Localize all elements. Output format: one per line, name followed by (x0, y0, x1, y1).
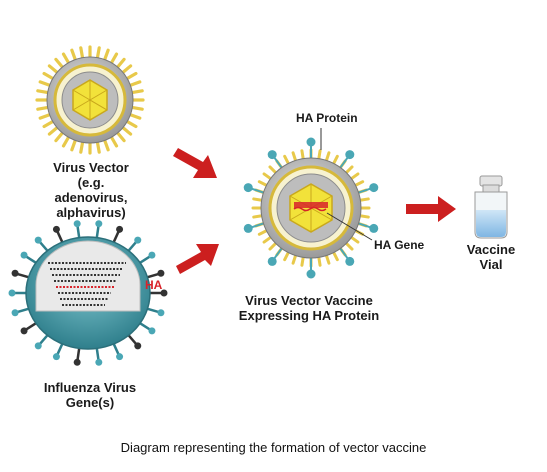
vector-vaccine-label: Virus Vector Vaccine Expressing HA Prote… (224, 293, 394, 323)
right-arrow-icon (176, 244, 219, 274)
virus-vector-label-line: alphavirus) (56, 205, 126, 220)
vaccine-vial-label-line: Vaccine (466, 242, 516, 257)
vector-vaccine-label-line: Expressing HA Protein (238, 308, 380, 323)
virus-vector-icon (35, 45, 145, 155)
ha-gene-pointer (326, 212, 373, 241)
virus-vector-label-line: Virus Vector (53, 160, 129, 175)
ha-protein-label: HA Protein (296, 111, 358, 125)
vaccine-vial-label: Vaccine Vial (458, 242, 524, 272)
influenza-virus-icon (8, 220, 168, 366)
right-arrow-icon (173, 148, 217, 178)
influenza-label-line: Gene(s) (65, 395, 115, 410)
vector-vaccine-label-line: Virus Vector Vaccine (245, 293, 373, 308)
vector-vaccine-icon (243, 137, 379, 279)
ha-gene-label: HA Gene (374, 238, 425, 252)
diagram-caption: Diagram representing the formation of ve… (120, 440, 427, 455)
virus-vector-label-line: (e.g. adenovirus, (54, 175, 128, 205)
ha-small-label: HA (145, 278, 163, 292)
vaccine-vial-icon (474, 175, 508, 239)
influenza-label: Influenza Virus Gene(s) (20, 380, 160, 410)
virus-vector-label: Virus Vector (e.g. adenovirus, alphaviru… (40, 160, 142, 220)
vaccine-vial-label-line: Vial (479, 257, 503, 272)
right-arrow-icon (406, 196, 456, 222)
influenza-label-line: Influenza Virus (43, 380, 137, 395)
